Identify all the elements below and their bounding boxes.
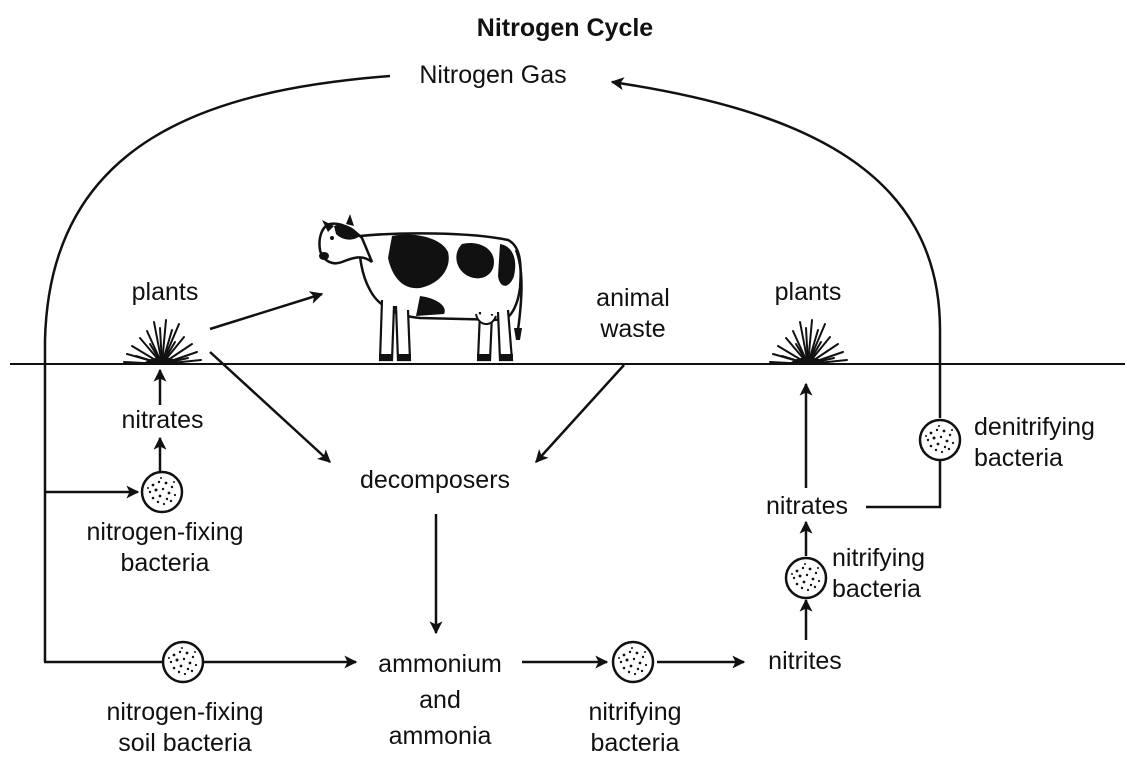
label-nb-right-line1: nitrifying (832, 544, 925, 572)
line-nitrates-to-denitrifying (866, 461, 940, 507)
diagram-title: Nitrogen Cycle (440, 13, 690, 44)
label-soil-line1: nitrogen-fixing (106, 698, 263, 726)
label-ammonium-line1: ammonium (378, 650, 502, 678)
label-denitrifying-bacteria: denitrifying bacteria (974, 412, 1124, 474)
label-ammonium-and-ammonia: ammonium and ammonia (360, 646, 520, 754)
label-plants-right: plants (748, 277, 868, 308)
label-nb-bottom-line1: nitrifying (588, 698, 681, 726)
arrow-plants-to-cow (210, 294, 322, 329)
label-nitrogen-fixing-bacteria: nitrogen-fixing bacteria (55, 517, 275, 579)
nitrifying-bacteria-right-icon (786, 558, 826, 598)
plant-left-icon (124, 320, 201, 364)
denitrification-arc (612, 82, 940, 418)
label-nb-bottom-line2: bacteria (591, 729, 680, 757)
nitrifying-bacteria-bottom-icon (613, 642, 653, 682)
label-nitrifying-bacteria-bottom: nitrifying bacteria (560, 697, 710, 759)
label-nfb-line2: bacteria (121, 549, 210, 577)
label-nfb-line1: nitrogen-fixing (86, 518, 243, 546)
label-ammonium-line2: and (419, 686, 461, 714)
arrow-waste-to-decomposers (536, 365, 624, 462)
plant-right-icon (770, 320, 847, 364)
label-plants-left: plants (105, 277, 225, 308)
label-animal-waste: animal waste (563, 283, 703, 345)
label-ammonium-line3: ammonia (389, 722, 492, 750)
label-animal-waste-line2: waste (600, 315, 665, 343)
soil-bacteria-icon (163, 642, 203, 682)
label-nitrifying-bacteria-right: nitrifying bacteria (832, 543, 962, 605)
label-nb-right-line2: bacteria (832, 575, 921, 603)
label-nitrogen-fixing-soil-bacteria: nitrogen-fixing soil bacteria (70, 697, 300, 759)
label-nitrates-left: nitrates (95, 405, 230, 436)
label-nitrates-right: nitrates (747, 491, 867, 522)
denitrifying-bacteria-icon (920, 420, 960, 460)
label-denit-line2: bacteria (974, 444, 1063, 472)
label-nitrogen-gas: Nitrogen Gas (393, 60, 593, 91)
cow-icon (319, 214, 522, 361)
label-nitrites: nitrites (745, 646, 865, 677)
label-denit-line1: denitrifying (974, 413, 1095, 441)
label-soil-line2: soil bacteria (118, 729, 251, 757)
nitrogen-fixing-bacteria-icon (142, 472, 182, 512)
label-animal-waste-line1: animal (596, 284, 670, 312)
label-decomposers: decomposers (335, 465, 535, 496)
